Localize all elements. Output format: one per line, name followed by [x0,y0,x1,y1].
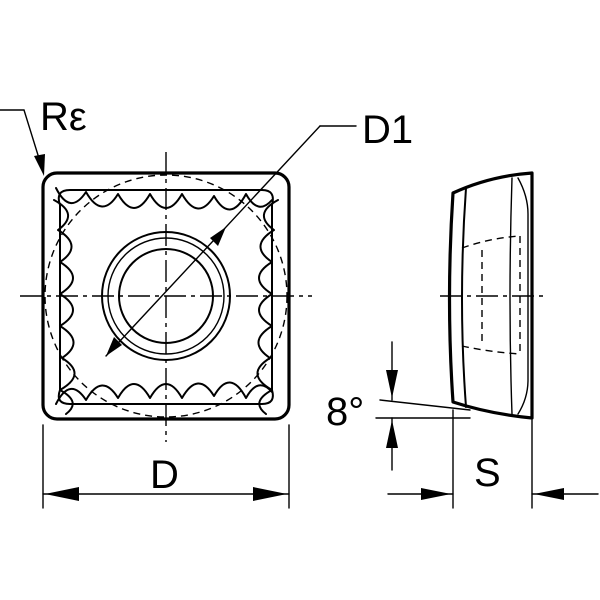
d-arrowhead-left [45,487,79,501]
d1-label: D1 [362,108,413,152]
side-profile-outline [447,171,534,420]
insert-top-view [20,152,312,442]
d1-dimension: D1 [105,108,413,357]
angle-arrowhead-bottom [386,420,398,448]
d-label: D [150,453,179,497]
corner-radius-dimension: Rε [0,95,87,176]
s-arrowhead-left [421,488,451,500]
s-arrowhead-right [534,488,564,500]
clearance-angle-dimension: 8° [326,341,471,471]
corner-radius-arrowhead [34,154,45,176]
s-dimension: S [387,409,599,509]
clearance-angle-label: 8° [326,390,364,434]
d-arrowhead-right [253,487,287,501]
d1-arrowhead-lower [106,337,122,356]
s-label: S [474,451,501,495]
corner-radius-label: Rε [40,95,87,139]
insert-side-view [440,171,548,420]
angle-arrowhead-top [386,370,398,398]
d-dimension: D [42,424,290,509]
d1-arrowhead-upper [210,227,226,246]
